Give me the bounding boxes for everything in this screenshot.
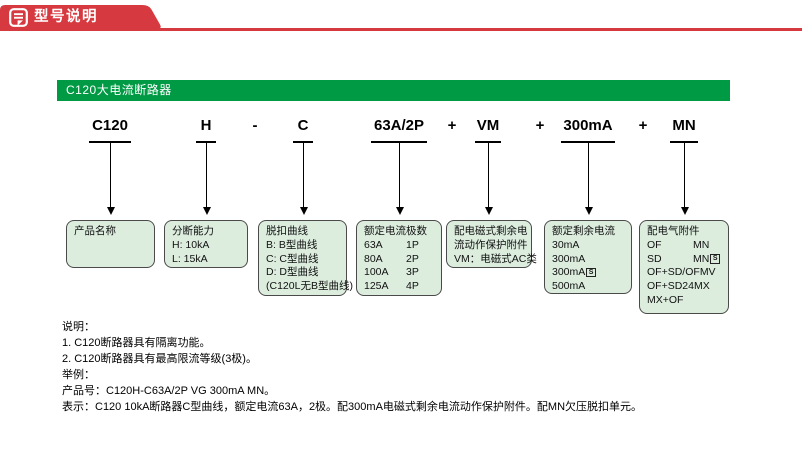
table-row: 100A 3P xyxy=(364,266,419,279)
box-title: 产品名称 xyxy=(74,225,116,237)
document-icon xyxy=(9,7,28,27)
arrow-head-icon xyxy=(484,207,493,215)
selective-s-badge: S xyxy=(710,254,721,264)
segment-underline xyxy=(561,141,615,143)
box-line: L: 15kA xyxy=(172,252,208,265)
segment-underline xyxy=(89,141,131,143)
arrow-head-icon xyxy=(395,207,404,215)
box-line: 配电磁式剩余电 xyxy=(454,225,528,237)
section-title-bar: C120大电流断路器 xyxy=(57,80,730,101)
model-segment-residual: 300mA xyxy=(563,117,613,134)
table-row: 80A 2P xyxy=(364,252,419,265)
banner-shape xyxy=(0,5,161,29)
arrow-head-icon xyxy=(299,207,308,215)
box-title: 配电气附件 xyxy=(647,225,700,237)
notes-section: 说明： 1. C120断路器具有隔离功能。 2. C120断路器具有最高限流等级… xyxy=(62,319,642,415)
arrow-line xyxy=(110,143,111,207)
box-line: (C120L无B型曲线) xyxy=(266,280,353,293)
vm-accessory-box: 配电磁式剩余电 流动作保护附件 VM：电磁式AC类 xyxy=(446,220,537,268)
arrow-line xyxy=(206,143,207,207)
box-line: H: 10kA xyxy=(172,238,210,251)
breaking-capacity-box: 分断能力 H: 10kA L: 15kA xyxy=(164,220,248,268)
box-line: VM：电磁式AC类 xyxy=(454,252,537,265)
box-line: 500mA xyxy=(552,280,586,293)
arrow-line xyxy=(588,143,589,207)
model-dash: - xyxy=(252,117,258,134)
table-row: MX+OF xyxy=(647,293,684,306)
selective-s-badge: S xyxy=(586,267,596,278)
page-title: 型号说明 xyxy=(34,9,98,25)
model-plus: + xyxy=(535,117,545,134)
segment-underline xyxy=(293,141,313,143)
table-row: OF MN xyxy=(647,238,710,251)
segment-underline xyxy=(475,141,501,143)
table-row: 125A 4P xyxy=(364,280,419,293)
table-row: 63A 1P xyxy=(364,238,419,251)
model-segment-product: C120 xyxy=(92,117,128,134)
page-header-banner: 型号说明 xyxy=(0,5,170,29)
box-line: C: C型曲线 xyxy=(266,252,319,265)
product-name-box: 产品名称 xyxy=(66,220,155,268)
box-line: D: D型曲线 xyxy=(266,266,319,279)
model-plus: + xyxy=(638,117,648,134)
notes-label: 说明： xyxy=(62,321,95,333)
box-line: B: B型曲线 xyxy=(266,238,318,251)
table-row: OF+SD/OF MV xyxy=(647,266,716,279)
model-plus: + xyxy=(447,117,457,134)
note-line: 2. C120断路器具有最高限流等级(3极)。 xyxy=(62,353,257,365)
model-segment-curve: C xyxy=(297,117,309,134)
arrow-head-icon xyxy=(106,207,115,215)
arrow-head-icon xyxy=(584,207,593,215)
box-line: 流动作保护附件 xyxy=(454,238,528,251)
section-title: C120大电流断路器 xyxy=(66,83,172,97)
box-title: 分断能力 xyxy=(172,225,214,237)
header-rule xyxy=(0,28,802,31)
box-header-row: 额定电流 极数 xyxy=(364,225,434,239)
model-segment-breaking: H xyxy=(200,117,212,134)
model-segment-accessory: MN xyxy=(672,117,696,134)
table-row: OF+SD24 MX xyxy=(647,280,710,293)
rated-current-poles-box: 额定电流 极数 63A 1P 80A 2P 100A 3P 125A 4P xyxy=(356,220,442,296)
example-product-line: 产品号：C120H-C63A/2P VG 300mA MN。 xyxy=(62,385,276,397)
model-segment-vm: VM xyxy=(476,117,500,134)
segment-underline xyxy=(196,141,216,143)
segment-underline xyxy=(371,141,427,143)
example-meaning-line: 表示：C120 10kA断路器C型曲线，额定电流63A，2极。配300mA电磁式… xyxy=(62,401,643,413)
arrow-line xyxy=(684,143,685,207)
note-line: 1. C120断路器具有隔离功能。 xyxy=(62,337,211,349)
box-line: 300mA xyxy=(552,252,586,265)
arrow-line xyxy=(399,143,400,207)
box-title: 脱扣曲线 xyxy=(266,225,308,237)
box-title: 额定剩余电流 xyxy=(552,225,615,237)
example-label: 举例： xyxy=(62,369,95,381)
arrow-head-icon xyxy=(680,207,689,215)
segment-underline xyxy=(670,141,698,143)
column-header: 极数 xyxy=(406,225,427,237)
arrow-head-icon xyxy=(202,207,211,215)
arrow-line xyxy=(488,143,489,207)
arrow-line xyxy=(303,143,304,207)
column-header: 额定电流 xyxy=(364,225,406,237)
model-segment-current-poles: 63A/2P xyxy=(373,117,425,134)
box-line: 30mA xyxy=(552,238,580,251)
trip-curve-box: 脱扣曲线 B: B型曲线 C: C型曲线 D: D型曲线 (C120L无B型曲线… xyxy=(258,220,353,296)
